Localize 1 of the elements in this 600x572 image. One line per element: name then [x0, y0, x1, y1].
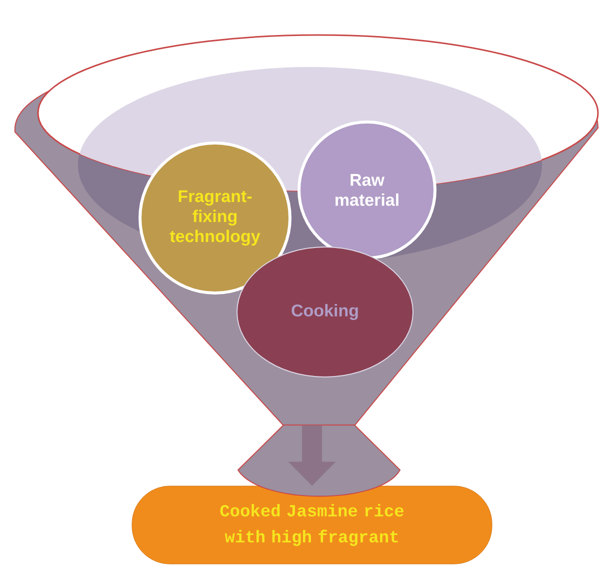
result-box: Cooked Jasmine rice with high fragrant — [132, 486, 492, 564]
